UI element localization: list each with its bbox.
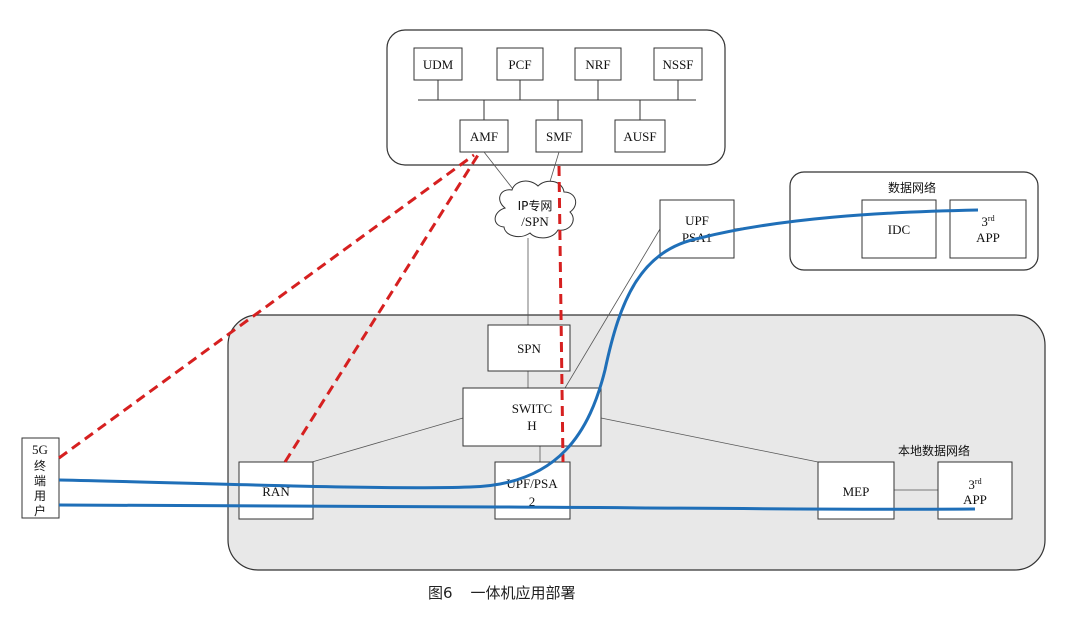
smf-node: SMF — [535, 100, 583, 153]
svg-text:MEP: MEP — [843, 484, 870, 499]
svg-text:RAN: RAN — [262, 484, 290, 499]
svg-text:2: 2 — [529, 494, 536, 509]
signaling-dashed-lines — [58, 153, 565, 463]
svg-text:5G: 5G — [32, 442, 48, 457]
svg-text:APP: APP — [976, 230, 1000, 245]
user-plane-paths — [58, 208, 979, 511]
nssf-node: NSSF — [653, 47, 703, 100]
ausf-node: AUSF — [614, 100, 666, 153]
nrf-node: NRF — [574, 47, 622, 100]
svg-text:终: 终 — [34, 458, 46, 473]
ran-amf-signal — [283, 154, 480, 463]
data-network-title: 数据网络 — [888, 180, 936, 195]
idc-node: IDC — [861, 199, 937, 259]
svg-text:APP: APP — [963, 492, 987, 507]
svg-text:用: 用 — [34, 489, 46, 503]
smf-upf-signal — [557, 165, 565, 463]
svg-text:UPF: UPF — [685, 213, 709, 228]
upf-psa2-node: UPF/PSA 2 — [494, 461, 571, 520]
svg-text:H: H — [527, 418, 536, 433]
ran-node: RAN — [238, 461, 314, 520]
svg-text:IP专网: IP专网 — [518, 198, 553, 213]
amf-node: AMF — [459, 100, 509, 153]
cloud-ip-spn: IP专网 /SPN — [494, 180, 577, 239]
remote-app-path — [58, 208, 979, 490]
local-app-path — [58, 503, 976, 511]
local-network-box — [227, 314, 1046, 571]
svg-text:/SPN: /SPN — [521, 214, 549, 229]
svg-text:AMF: AMF — [470, 129, 498, 144]
svg-text:UPF/PSA: UPF/PSA — [506, 476, 558, 491]
svg-text:3rd: 3rd — [981, 214, 994, 229]
svg-text:SPN: SPN — [517, 341, 541, 356]
spn-node: SPN — [487, 324, 571, 372]
svg-text:NSSF: NSSF — [662, 57, 693, 72]
svg-text:PCF: PCF — [508, 57, 531, 72]
svg-text:SMF: SMF — [546, 129, 572, 144]
svg-text:UDM: UDM — [423, 57, 454, 72]
svg-text:3rd: 3rd — [968, 477, 981, 492]
svg-text:NRF: NRF — [585, 57, 610, 72]
switch-node: SWITC H — [462, 387, 602, 447]
svg-text:IDC: IDC — [888, 222, 910, 237]
svg-text:AUSF: AUSF — [623, 129, 656, 144]
third-app-node-remote: 3rd APP — [949, 199, 1027, 259]
terminal-user-node: 5G 终 端 用 户 — [21, 437, 60, 519]
svg-text:端: 端 — [34, 474, 46, 488]
local-network-title: 本地数据网络 — [898, 443, 970, 458]
svg-text:户: 户 — [34, 503, 46, 518]
pcf-node: PCF — [496, 47, 544, 100]
udm-node: UDM — [413, 47, 463, 100]
terminal-amf-signal — [58, 153, 475, 460]
svg-text:SWITC: SWITC — [512, 401, 552, 416]
